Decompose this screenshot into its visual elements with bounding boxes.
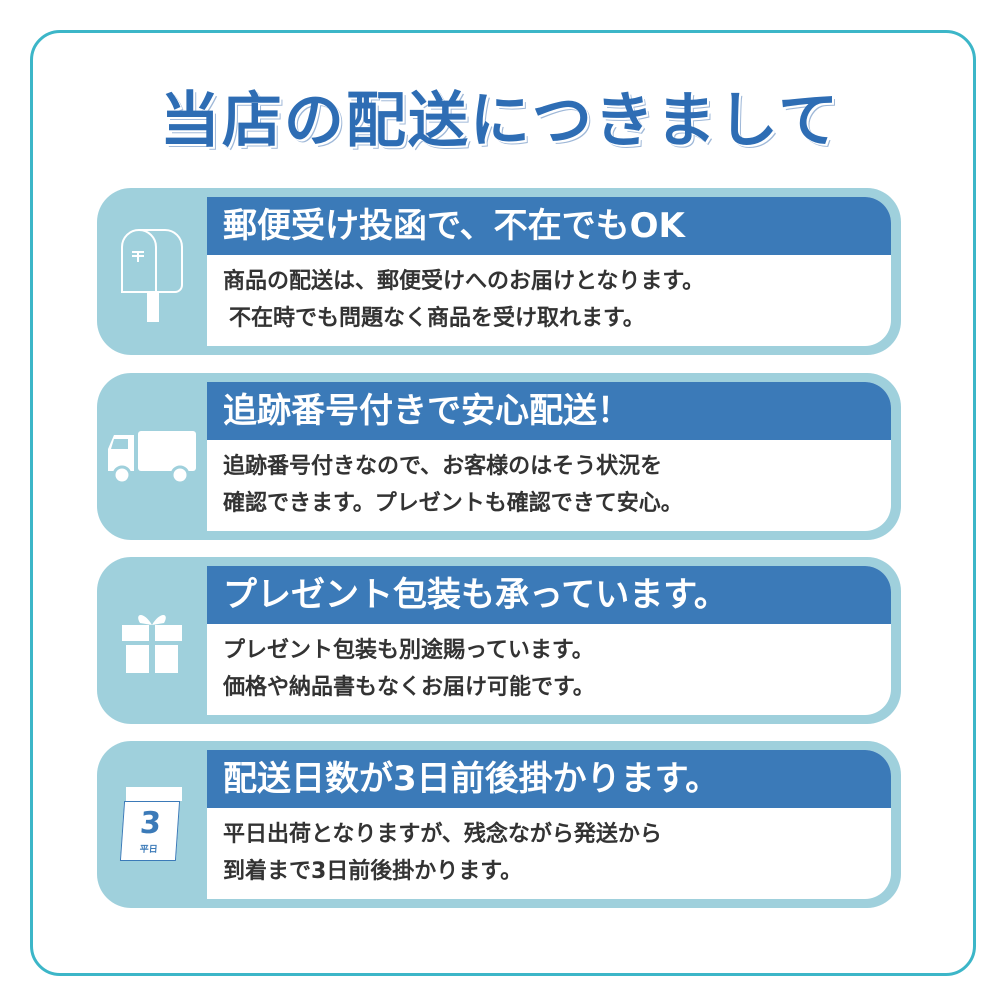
calendar-label: 平日 bbox=[139, 844, 159, 855]
section-mailbox: 郵便受け投函で、不在でもOK 商品の配送は、郵便受けへのお届けとなります。不在時… bbox=[97, 188, 901, 355]
section-line: 追跡番号付きなので、お客様のはそう状況を bbox=[223, 454, 663, 479]
section-panel: 配送日数が3日前後掛かります。 平日出荷となりますが、残念ながら発送から到着まで… bbox=[207, 750, 891, 899]
section-line: 不在時でも問題なく商品を受け取れます。 bbox=[229, 306, 645, 331]
calendar-icon: 3 平日 bbox=[97, 741, 207, 908]
section-line: 確認できます。プレゼントも確認できて安心。 bbox=[223, 491, 683, 516]
section-line: 商品の配送は、郵便受けへのお届けとなります。 bbox=[223, 269, 705, 294]
section-tracking: 追跡番号付きで安心配送！ 追跡番号付きなので、お客様のはそう状況を確認できます。… bbox=[97, 373, 901, 540]
mailbox-icon bbox=[97, 188, 207, 355]
section-line: 価格や納品書もなくお届け可能です。 bbox=[223, 675, 595, 700]
section-heading: 郵便受け投函で、不在でもOK bbox=[207, 197, 891, 255]
outer-frame bbox=[30, 30, 976, 976]
section-panel: 郵便受け投函で、不在でもOK 商品の配送は、郵便受けへのお届けとなります。不在時… bbox=[207, 197, 891, 346]
section-delivery-days: 3 平日 配送日数が3日前後掛かります。 平日出荷となりますが、残念ながら発送か… bbox=[97, 741, 901, 908]
gift-icon bbox=[97, 557, 207, 724]
truck-icon bbox=[97, 373, 207, 540]
page-title: 当店の配送につきまして bbox=[159, 86, 841, 156]
section-panel: 追跡番号付きで安心配送！ 追跡番号付きなので、お客様のはそう状況を確認できます。… bbox=[207, 382, 891, 531]
section-heading: 配送日数が3日前後掛かります。 bbox=[207, 750, 891, 808]
section-line: 平日出荷となりますが、残念ながら発送から bbox=[223, 822, 662, 847]
section-heading: 追跡番号付きで安心配送！ bbox=[207, 382, 891, 440]
section-gift: プレゼント包装も承っています。 プレゼント包装も別途賜っています。価格や納品書も… bbox=[97, 557, 901, 724]
section-heading: プレゼント包装も承っています。 bbox=[207, 566, 891, 624]
section-line: プレゼント包装も別途賜っています。 bbox=[223, 638, 594, 663]
calendar-day: 3 bbox=[138, 805, 163, 841]
section-line: 到着まで3日前後掛かります。 bbox=[223, 859, 523, 884]
section-panel: プレゼント包装も承っています。 プレゼント包装も別途賜っています。価格や納品書も… bbox=[207, 566, 891, 715]
